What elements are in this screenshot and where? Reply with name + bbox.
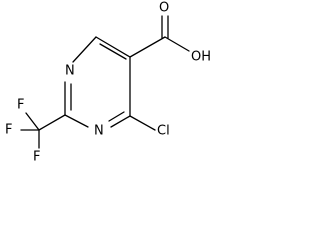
chemical-structure-diagram: N N O OH Cl F F F	[5, 1, 211, 165]
bond-c6-c5-double	[99, 43, 127, 60]
atom-n-bottom: N	[94, 124, 104, 139]
bond-cf3-f-top	[25, 112, 40, 131]
atom-n-top: N	[65, 64, 75, 79]
bond-c4-n3	[110, 115, 131, 128]
carboxyl-group	[129, 15, 190, 58]
atom-oh: OH	[191, 50, 211, 65]
trifluoromethyl-group	[20, 112, 66, 149]
bond-c4-cl	[129, 115, 156, 131]
bond-n1-c6	[72, 36, 97, 63]
bond-n3-c2	[64, 114, 89, 128]
pyrimidine-ring	[64, 36, 131, 128]
atom-f-top: F	[17, 98, 24, 113]
atom-f-bottom: F	[33, 150, 40, 165]
bond-c2-cf3	[38, 114, 66, 131]
atom-f-left: F	[5, 123, 12, 138]
bond-c6-c5	[95, 36, 131, 58]
atom-cl: Cl	[157, 124, 170, 139]
bond-c5-ccooh	[129, 36, 166, 58]
bond-c-oh	[164, 36, 190, 52]
atom-o-carbonyl: O	[159, 1, 169, 16]
bond-c4-n3-double	[108, 111, 125, 122]
